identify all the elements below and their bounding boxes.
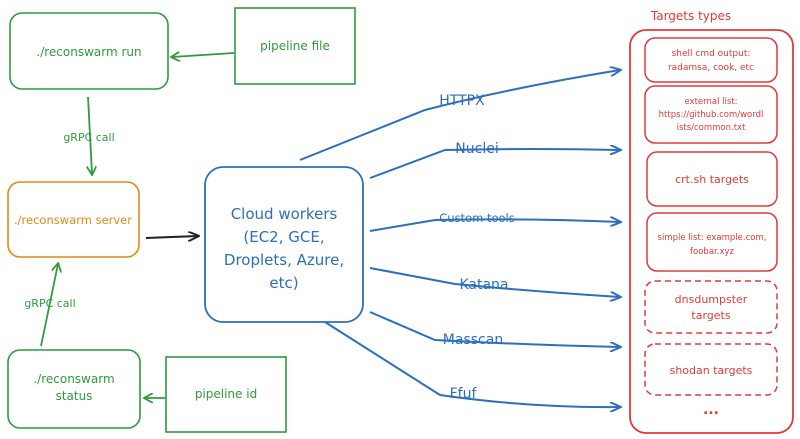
arrow-custom-tools: [369, 219, 620, 232]
pipeline-id-label: pipeline id: [195, 387, 257, 401]
arrow-ffuf: [324, 321, 620, 407]
target-shell-output: [644, 37, 778, 83]
target-external-line3: ists/common.txt: [677, 123, 747, 133]
targets-container: [629, 29, 794, 434]
arrow-pipeline-file-to-run: [172, 53, 235, 57]
grpc-call-top-label: gRPC call: [63, 131, 114, 144]
tool-label-ffuf: Ffuf: [450, 386, 478, 402]
arrow-run-to-server: [88, 96, 92, 174]
target-simple-list: [646, 212, 778, 272]
target-simple-line2: foobar.xyz: [690, 247, 734, 257]
tool-label-httpx: HTTPX: [439, 93, 485, 109]
target-external-list: [644, 85, 778, 144]
target-dnsdumpster-line2: targets: [691, 309, 730, 322]
target-shodan: [644, 343, 778, 396]
arrow-masscan: [369, 311, 620, 347]
server-node: [7, 181, 140, 258]
target-crtsh: [646, 151, 778, 207]
pipeline-file-node: [234, 7, 356, 85]
target-shell-line1: shell cmd output:: [672, 49, 751, 59]
target-shell-line2: radamsa, cook, etc: [668, 63, 754, 73]
arrow-status-to-server: [40, 264, 58, 347]
pipeline-file-label: pipeline file: [260, 39, 330, 53]
status-node-label-line1: ./reconswarm: [33, 372, 114, 386]
tool-label-katana: Katana: [459, 277, 508, 293]
run-node: [9, 12, 169, 90]
cloud-workers-label-line3: Droplets, Azure,: [224, 251, 344, 269]
arrow-httpx: [299, 70, 620, 161]
target-simple-line1: simple list: example.com,: [658, 233, 767, 243]
targets-more-ellipsis: ...: [703, 402, 719, 418]
target-dnsdumpster: [644, 280, 778, 334]
tool-label-custom-tools: Custom tools: [439, 211, 514, 225]
run-node-label: ./reconswarm run: [36, 45, 141, 59]
arrow-server-to-cloud: [145, 236, 198, 238]
targets-title: Targets types: [650, 9, 731, 23]
status-node-label-line2: status: [56, 389, 93, 403]
cloud-workers-label-line2: (EC2, GCE,: [243, 228, 324, 246]
cloud-workers-node: [204, 166, 364, 323]
arrow-katana: [369, 267, 620, 297]
cloud-workers-label-line1: Cloud workers: [231, 205, 338, 223]
tool-label-masscan: Masscan: [443, 332, 503, 348]
arrow-nuclei: [369, 149, 620, 179]
server-node-label: ./reconswarm server: [14, 213, 132, 227]
target-shodan-label: shodan targets: [670, 364, 753, 377]
target-dnsdumpster-line1: dnsdumpster: [675, 293, 748, 306]
cloud-workers-label-line4: etc): [269, 274, 298, 292]
target-external-line1: external list:: [684, 97, 737, 107]
tool-label-nuclei: Nuclei: [455, 141, 498, 157]
pipeline-id-node: [165, 356, 287, 433]
target-external-line2: https://github.com/wordl: [659, 110, 764, 120]
status-node: [7, 349, 141, 429]
target-crtsh-label: crt.sh targets: [675, 173, 749, 186]
grpc-call-bottom-label: gRPC call: [24, 297, 75, 310]
